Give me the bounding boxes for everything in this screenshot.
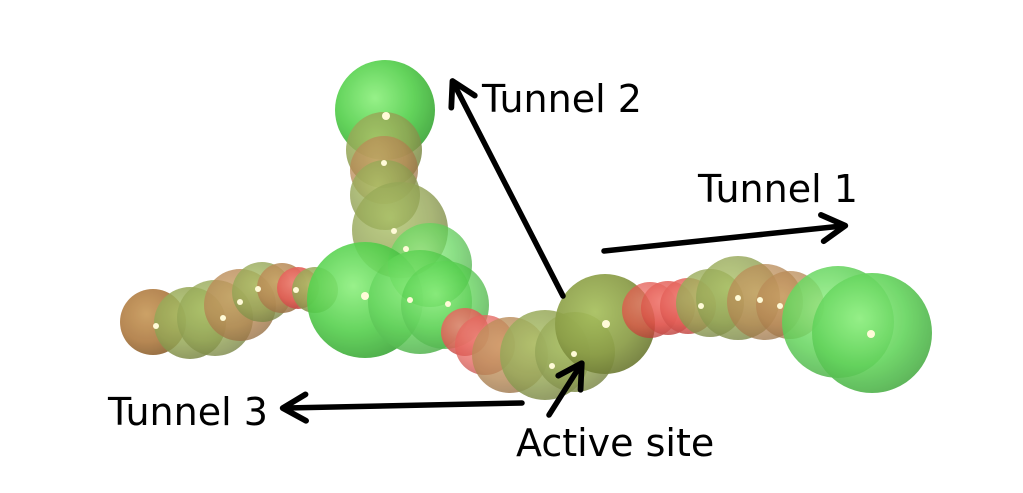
tunnel-1-label: Tunnel 1 [698, 167, 858, 211]
tunnel-2-arrow [448, 78, 566, 299]
active-site-label: Active site [516, 421, 715, 465]
arrows [279, 78, 849, 424]
tunnel-3-label: Tunnel 3 [108, 390, 268, 434]
tunnel-2-label: Tunnel 2 [482, 77, 642, 121]
tunnel-1-spheres [622, 256, 932, 393]
tunnel-1-arrow [601, 212, 849, 254]
junction-spheres [307, 242, 615, 400]
sphere-highlights [153, 112, 875, 369]
tunnel-3-arrow [279, 391, 525, 424]
tunnel-3-spheres [120, 262, 338, 359]
active-site-arrow [546, 360, 585, 418]
